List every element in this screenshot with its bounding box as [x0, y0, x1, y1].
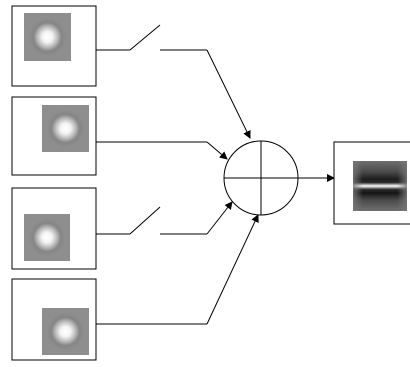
- switch-1: [129, 24, 161, 51]
- connection-2: [96, 141, 228, 160]
- input-frame-1: [11, 5, 97, 87]
- output-frame: [333, 141, 410, 225]
- connection-4: [96, 214, 259, 325]
- switch-3: [129, 206, 161, 235]
- input-pattern-1: [24, 13, 71, 61]
- input-pattern-4: [42, 308, 89, 355]
- connection-1: [96, 24, 251, 139]
- input-pattern-2: [42, 105, 89, 152]
- input-frame-3: [11, 187, 97, 270]
- input-frame-2: [11, 96, 97, 176]
- summing-node: [223, 140, 299, 216]
- input-frame-4: [11, 278, 97, 361]
- input-pattern-3: [24, 214, 70, 261]
- connection-3: [96, 201, 233, 235]
